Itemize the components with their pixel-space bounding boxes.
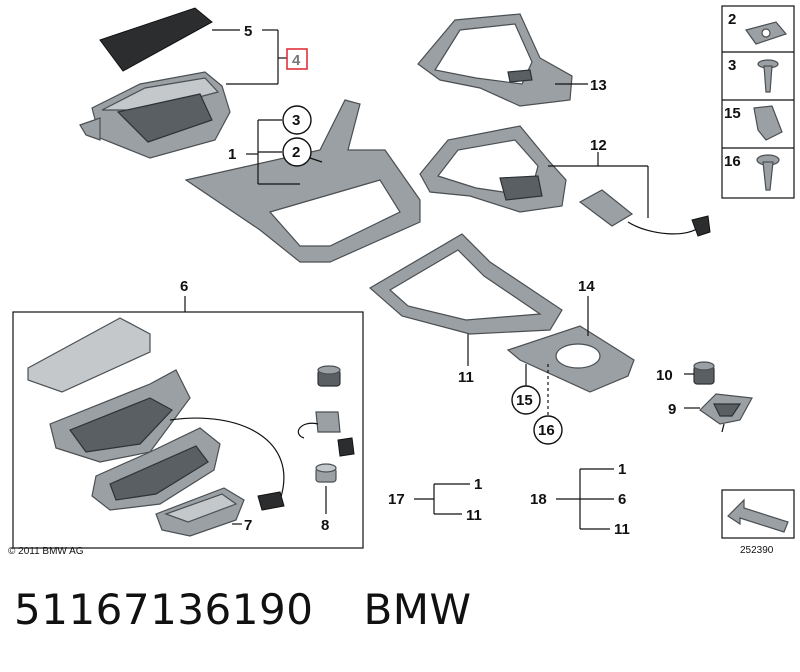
legend-2: 2: [728, 11, 736, 28]
flange-screw-icon: [756, 154, 780, 191]
callout-16: 16: [538, 422, 555, 439]
callout-8: 8: [321, 517, 329, 534]
callout-3: 3: [292, 112, 300, 129]
set-17-item-11: 11: [466, 507, 482, 524]
part-12-bezel: [419, 125, 567, 213]
legend-16: 16: [724, 153, 741, 170]
callout-circle-2: [282, 137, 312, 167]
part-11-bezel: [368, 233, 563, 335]
callout-1: 1: [228, 146, 236, 163]
part-13-bezel: [417, 13, 573, 107]
callout-circle-15: [511, 385, 541, 415]
part-6-cable: [169, 417, 285, 511]
spring-clip-icon: [753, 105, 783, 141]
callout-11: 11: [458, 369, 474, 386]
set-18-item-6: 6: [618, 491, 626, 508]
part-6-housing: [49, 369, 191, 463]
part-8-socket: [297, 365, 355, 483]
callout-2: 2: [292, 144, 300, 161]
callout-7: 7: [244, 517, 252, 534]
callout-circle-3: [282, 105, 312, 135]
part-6-group-box: [12, 311, 364, 549]
callout-9: 9: [668, 401, 676, 418]
callout-circle-16: [533, 415, 563, 445]
callout-5: 5: [244, 23, 252, 40]
part-5-mat: [99, 7, 213, 72]
set-18-item-1: 1: [618, 461, 626, 478]
screw-icon: [757, 59, 779, 93]
part-1-trim: [184, 99, 421, 263]
diagram-number: 252390: [740, 545, 774, 556]
callout-12: 12: [590, 137, 607, 154]
part-4-tray: [79, 71, 231, 159]
legend-3: 3: [728, 57, 736, 74]
set-17-head: 17: [388, 491, 405, 508]
part-14-plate: [506, 325, 635, 393]
part-9-cup: [699, 393, 753, 433]
highlight-box-4: [286, 48, 308, 70]
part-6-tray: [91, 427, 221, 511]
leader-lines: [184, 29, 700, 530]
set-18-head: 18: [530, 491, 547, 508]
callout-14: 14: [578, 278, 595, 295]
part-10-clip: [693, 361, 715, 385]
part-number: 51167136190: [14, 585, 314, 634]
set-17-item-1: 1: [474, 476, 482, 493]
footer-caption: 51167136190 BMW: [14, 585, 472, 634]
copyright: © 2011 BMW AG: [8, 546, 84, 557]
callout-15: 15: [516, 392, 533, 409]
nut-clip-icon: [745, 21, 788, 45]
legend-15: 15: [724, 105, 741, 122]
part-6-lid: [27, 317, 151, 393]
callout-6: 6: [180, 278, 188, 295]
fastener-legend: 2 3 15 16: [721, 5, 795, 199]
diagram-id-box: 252390: [721, 489, 795, 556]
brand-name: BMW: [363, 585, 472, 634]
callout-10: 10: [656, 367, 673, 384]
callout-4: 4: [292, 52, 301, 69]
part-7-insert: [155, 487, 245, 537]
callout-13: 13: [590, 77, 607, 94]
part-12-cable: [578, 189, 711, 237]
set-18-item-11: 11: [614, 521, 630, 538]
